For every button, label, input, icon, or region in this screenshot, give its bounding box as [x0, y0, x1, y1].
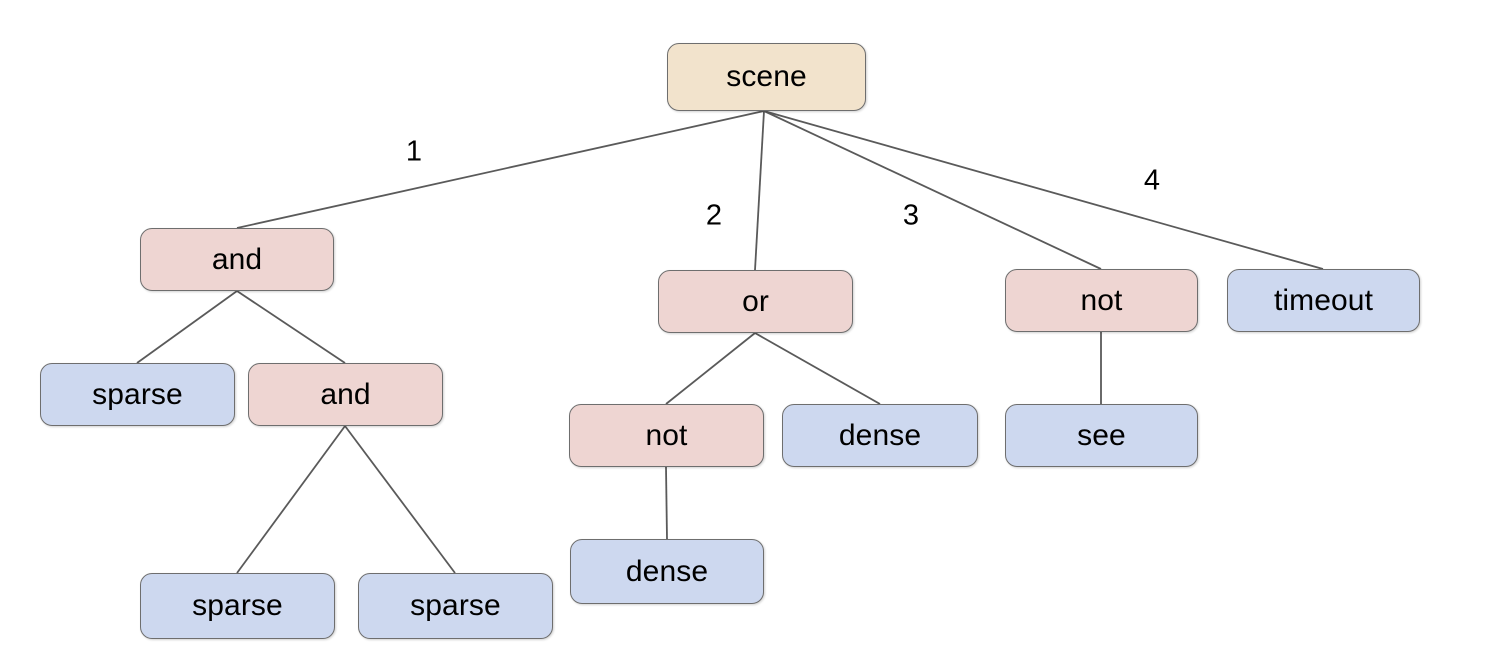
node-scene[interactable]: scene [667, 43, 866, 111]
node-not2[interactable]: not [1005, 269, 1198, 332]
node-label-scene: scene [726, 60, 807, 93]
edge-label-3: 3 [902, 199, 920, 232]
node-label-dense2: dense [625, 554, 709, 588]
node-label-not2: not [1080, 283, 1123, 317]
edge-scene-to-timeout1 [763, 110, 1324, 270]
node-sparse2[interactable]: sparse [140, 573, 335, 639]
node-or1[interactable]: or [658, 270, 853, 333]
edge-label-4: 4 [1143, 164, 1161, 197]
node-label-sparse3: sparse [410, 589, 501, 622]
node-label-and1: and [211, 242, 263, 276]
edge-or1-to-dense1 [754, 332, 881, 405]
node-see1[interactable]: see [1005, 404, 1198, 467]
node-timeout1[interactable]: timeout [1227, 269, 1420, 332]
edge-and2-to-sparse2 [236, 425, 346, 574]
edge-and2-to-sparse3 [344, 425, 456, 574]
node-label-timeout1: timeout [1273, 283, 1374, 317]
edge-not1-to-dense2 [665, 466, 668, 540]
edge-and1-to-sparse1 [136, 290, 238, 364]
edge-scene-to-and1 [236, 110, 765, 229]
node-dense2[interactable]: dense [570, 539, 764, 604]
node-sparse1[interactable]: sparse [40, 363, 235, 426]
node-sparse3[interactable]: sparse [358, 573, 553, 639]
edge-scene-to-or1 [754, 110, 765, 271]
node-label-not1: not [645, 418, 688, 452]
node-label-or1: or [742, 284, 769, 318]
edge-or1-to-not1 [665, 332, 756, 405]
node-label-see1: see [1077, 418, 1126, 452]
node-label-and2: and [320, 377, 371, 411]
node-label-sparse2: sparse [192, 589, 283, 622]
edge-scene-to-not2 [763, 110, 1102, 270]
node-not1[interactable]: not [569, 404, 764, 467]
edge-label-1: 1 [405, 135, 423, 168]
node-dense1[interactable]: dense [782, 404, 978, 467]
node-and2[interactable]: and [248, 363, 443, 426]
edge-label-2: 2 [705, 199, 723, 232]
node-label-dense1: dense [838, 418, 922, 452]
node-label-sparse1: sparse [92, 377, 183, 411]
edge-and1-to-and2 [236, 290, 346, 364]
node-and1[interactable]: and [140, 228, 334, 291]
